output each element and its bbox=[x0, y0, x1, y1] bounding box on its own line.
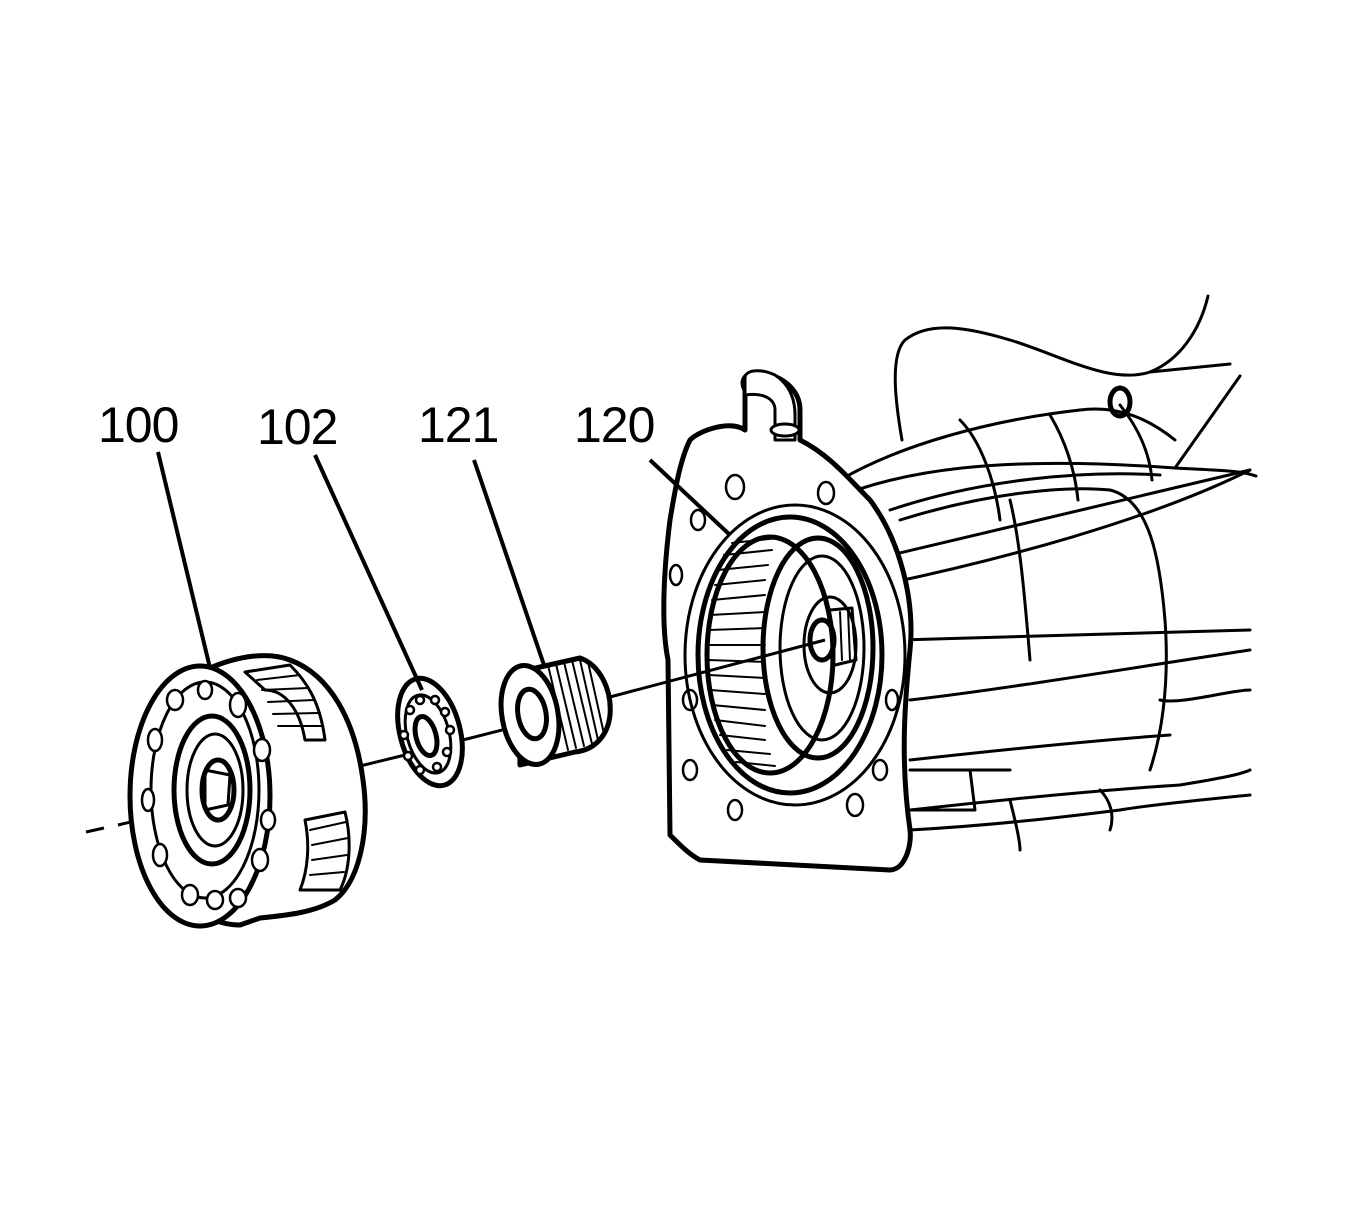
leader-102 bbox=[313, 454, 424, 691]
leader-lines bbox=[156, 451, 732, 691]
callout-102: 102 bbox=[257, 399, 337, 455]
callout-100: 100 bbox=[98, 397, 178, 453]
ring-gear-teeth bbox=[704, 534, 836, 776]
transmission-case bbox=[661, 294, 1258, 873]
callout-120: 120 bbox=[574, 397, 654, 453]
leader-100 bbox=[156, 451, 212, 669]
callout-labels: 100 102 121 120 bbox=[98, 397, 655, 455]
callout-121: 121 bbox=[418, 397, 498, 453]
leader-120 bbox=[648, 458, 732, 537]
part-121-sun-gear-sleeve bbox=[498, 655, 613, 768]
part-100-planetary-carrier bbox=[127, 653, 368, 929]
leader-121 bbox=[472, 459, 547, 669]
part-102-thrust-bearing bbox=[395, 675, 465, 789]
